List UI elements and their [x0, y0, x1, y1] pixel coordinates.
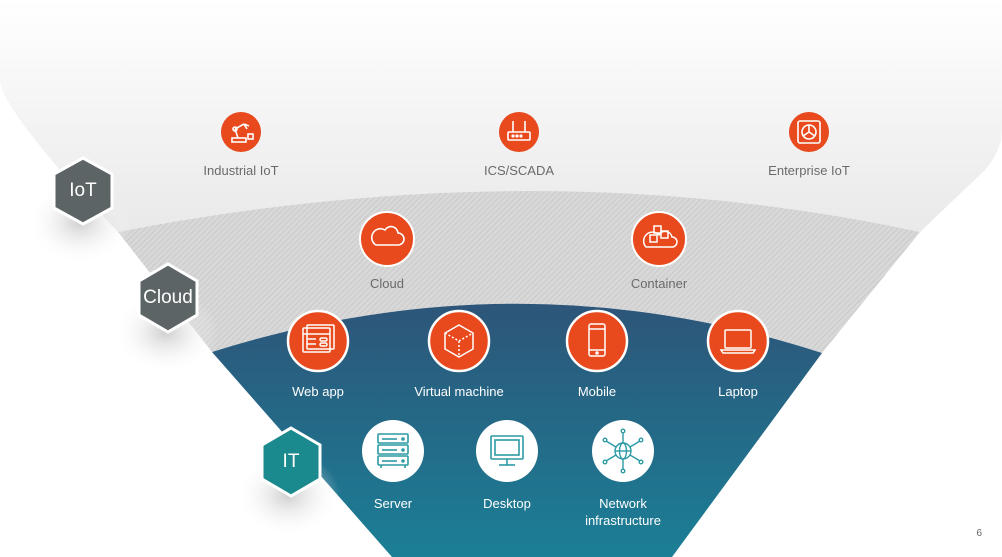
page-number: 6 — [976, 528, 982, 539]
enterprise-iot-label: Enterprise IoT — [768, 163, 850, 178]
server-label: Server — [373, 496, 413, 511]
network-icon — [592, 420, 654, 482]
it-badge-label: IT — [282, 451, 300, 472]
cloud-hexagon — [137, 262, 199, 334]
it-hexagon — [260, 426, 322, 498]
cloud-badge-group — [114, 262, 218, 374]
router-icon — [499, 112, 539, 152]
cube-icon — [427, 309, 491, 373]
desktop-icon — [476, 420, 538, 482]
ics-scada-label: ICS/SCADA — [483, 163, 555, 178]
iot-hexagon — [52, 156, 114, 226]
web-app-icon — [286, 309, 350, 373]
laptop-label: Laptop — [718, 384, 758, 399]
container-label: Container — [630, 276, 688, 291]
desktop-label: Desktop — [483, 496, 531, 511]
it-badge-group — [236, 426, 340, 537]
cloud-icon — [359, 211, 415, 267]
server-icon — [362, 420, 424, 482]
network-infrastructure-label: Network infrastructure — [585, 496, 661, 528]
mobile-label: Mobile — [577, 384, 617, 399]
mobile-icon — [565, 309, 629, 373]
container-icon — [631, 211, 687, 267]
iot-band — [0, 0, 1002, 232]
industrial-robot-icon — [221, 112, 261, 152]
iot-badge-group — [28, 156, 132, 264]
cloud-label: Cloud — [370, 276, 404, 291]
fan-icon — [789, 112, 829, 152]
laptop-icon — [706, 309, 770, 373]
iot-badge-label: IoT — [69, 180, 97, 201]
virtual-machine-label: Virtual machine — [414, 384, 504, 399]
industrial-iot-label: Industrial IoT — [203, 163, 279, 178]
cloud-badge-label: Cloud — [143, 287, 193, 308]
web-app-label: Web app — [292, 384, 344, 399]
